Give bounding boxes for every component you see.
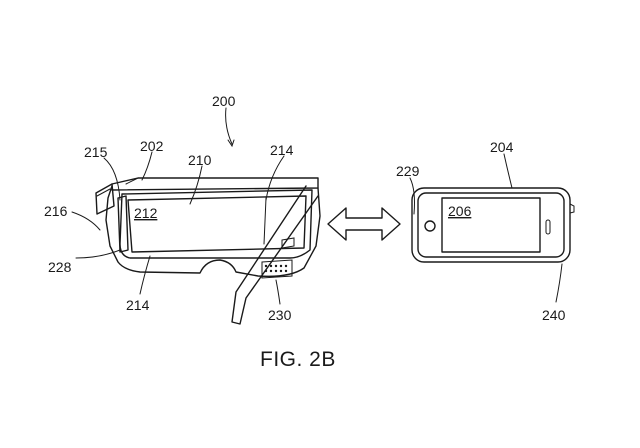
- ref-label-206: 206: [448, 203, 472, 219]
- bidirectional-arrow: [327, 207, 401, 241]
- ref-label-214-bottom: 214: [126, 297, 150, 313]
- ref-label-210: 210: [188, 152, 212, 168]
- ref-label-202: 202: [140, 138, 164, 154]
- ref-label-204: 204: [490, 139, 514, 155]
- ref-label-240: 240: [542, 307, 566, 323]
- ref-label-214-top: 214: [270, 142, 294, 158]
- ref-label-215: 215: [84, 144, 108, 160]
- figure-caption: FIG. 2B: [260, 348, 336, 371]
- ref-label-229: 229: [396, 163, 420, 179]
- ref-label-230: 230: [268, 307, 292, 323]
- ref-label-212: 212: [134, 205, 158, 221]
- phone-drawing: [411, 187, 575, 263]
- ref-label-216: 216: [44, 203, 68, 219]
- ref-label-200: 200: [212, 93, 236, 109]
- ref-label-228: 228: [48, 259, 72, 275]
- leader-lines: [71, 107, 563, 305]
- headset-drawing: [95, 177, 321, 325]
